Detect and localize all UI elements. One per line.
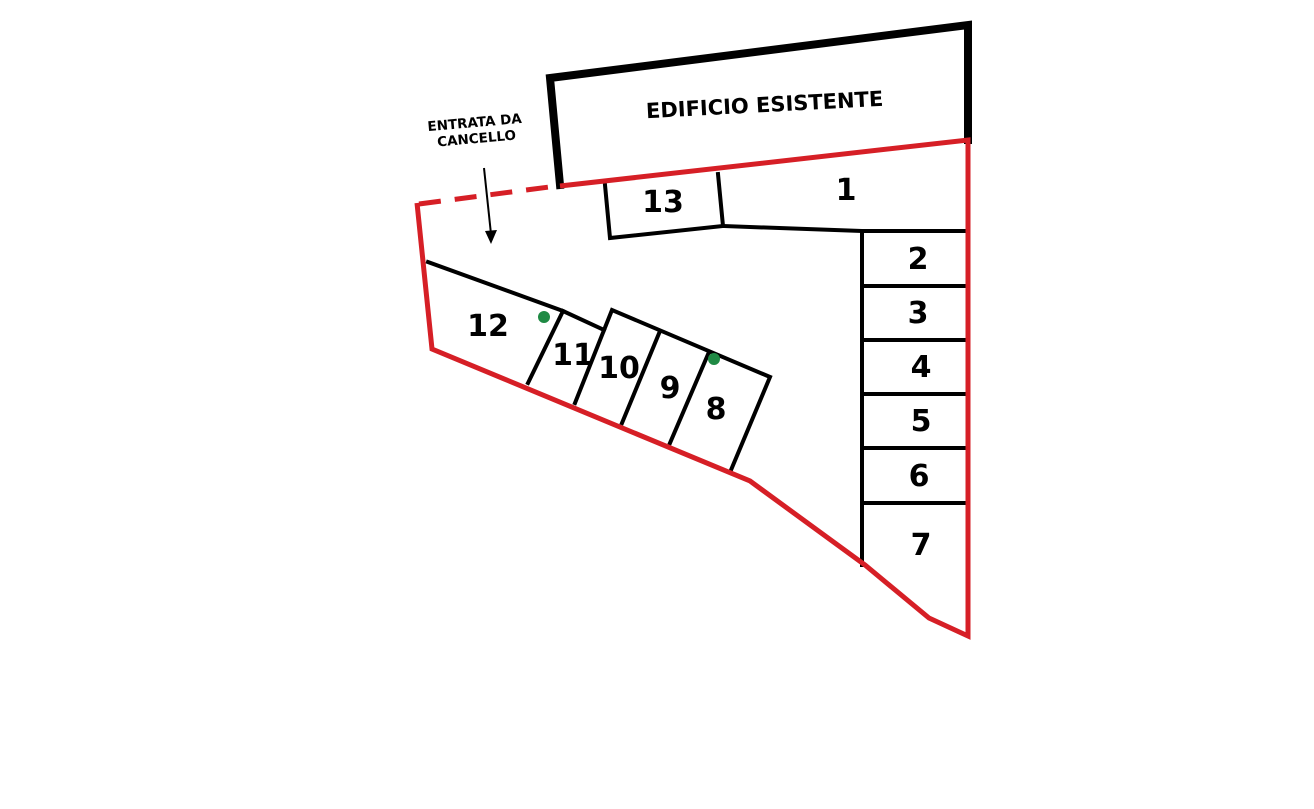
boundary-gate-dashed (418, 183, 558, 207)
top-row-spots: 13 1 (602, 171, 968, 241)
spot-5-number: 5 (911, 404, 932, 439)
green-dot-icon (708, 353, 720, 365)
right-column-spots: 2 3 4 5 6 7 (860, 229, 968, 567)
spot-13-outline (602, 171, 726, 241)
spot-divider-10-9 (619, 328, 663, 426)
spot-11-number: 11 (552, 338, 594, 373)
green-dot-icon (538, 311, 550, 323)
entrance-label-line2: CANCELLO (437, 128, 517, 151)
markers (538, 311, 720, 365)
building-label: EDIFICIO ESISTENTE (645, 87, 883, 123)
spot-3-number: 3 (908, 296, 929, 331)
spot-13-number: 13 (642, 185, 684, 220)
spot-6-number: 6 (909, 459, 930, 494)
spot-8-number: 8 (706, 392, 727, 427)
spot-1-outline (720, 223, 968, 233)
spot-9-number: 9 (660, 371, 681, 406)
existing-building: EDIFICIO ESISTENTE (545, 20, 972, 190)
entrance-annotation: ENTRATA DA CANCELLO (427, 111, 523, 244)
spot-divider-12-11 (525, 308, 566, 386)
building-wall (545, 20, 972, 190)
angled-row-spots: 12 11 10 9 8 (425, 259, 773, 473)
property-boundary (414, 137, 971, 640)
spot-2-number: 2 (908, 242, 929, 277)
arrow-down-icon (483, 167, 497, 244)
boundary-line (414, 137, 971, 640)
angled-row-top-edge-12-11 (425, 259, 607, 333)
spot-divider-9-8 (667, 349, 712, 446)
spot-12-number: 12 (467, 309, 509, 344)
spot-10-number: 10 (598, 351, 640, 386)
spot-7-number: 7 (911, 528, 932, 563)
spot-4-number: 4 (911, 350, 932, 385)
spot-1-number: 1 (836, 173, 857, 208)
angled-row-top-edge-10-8 (572, 307, 773, 473)
